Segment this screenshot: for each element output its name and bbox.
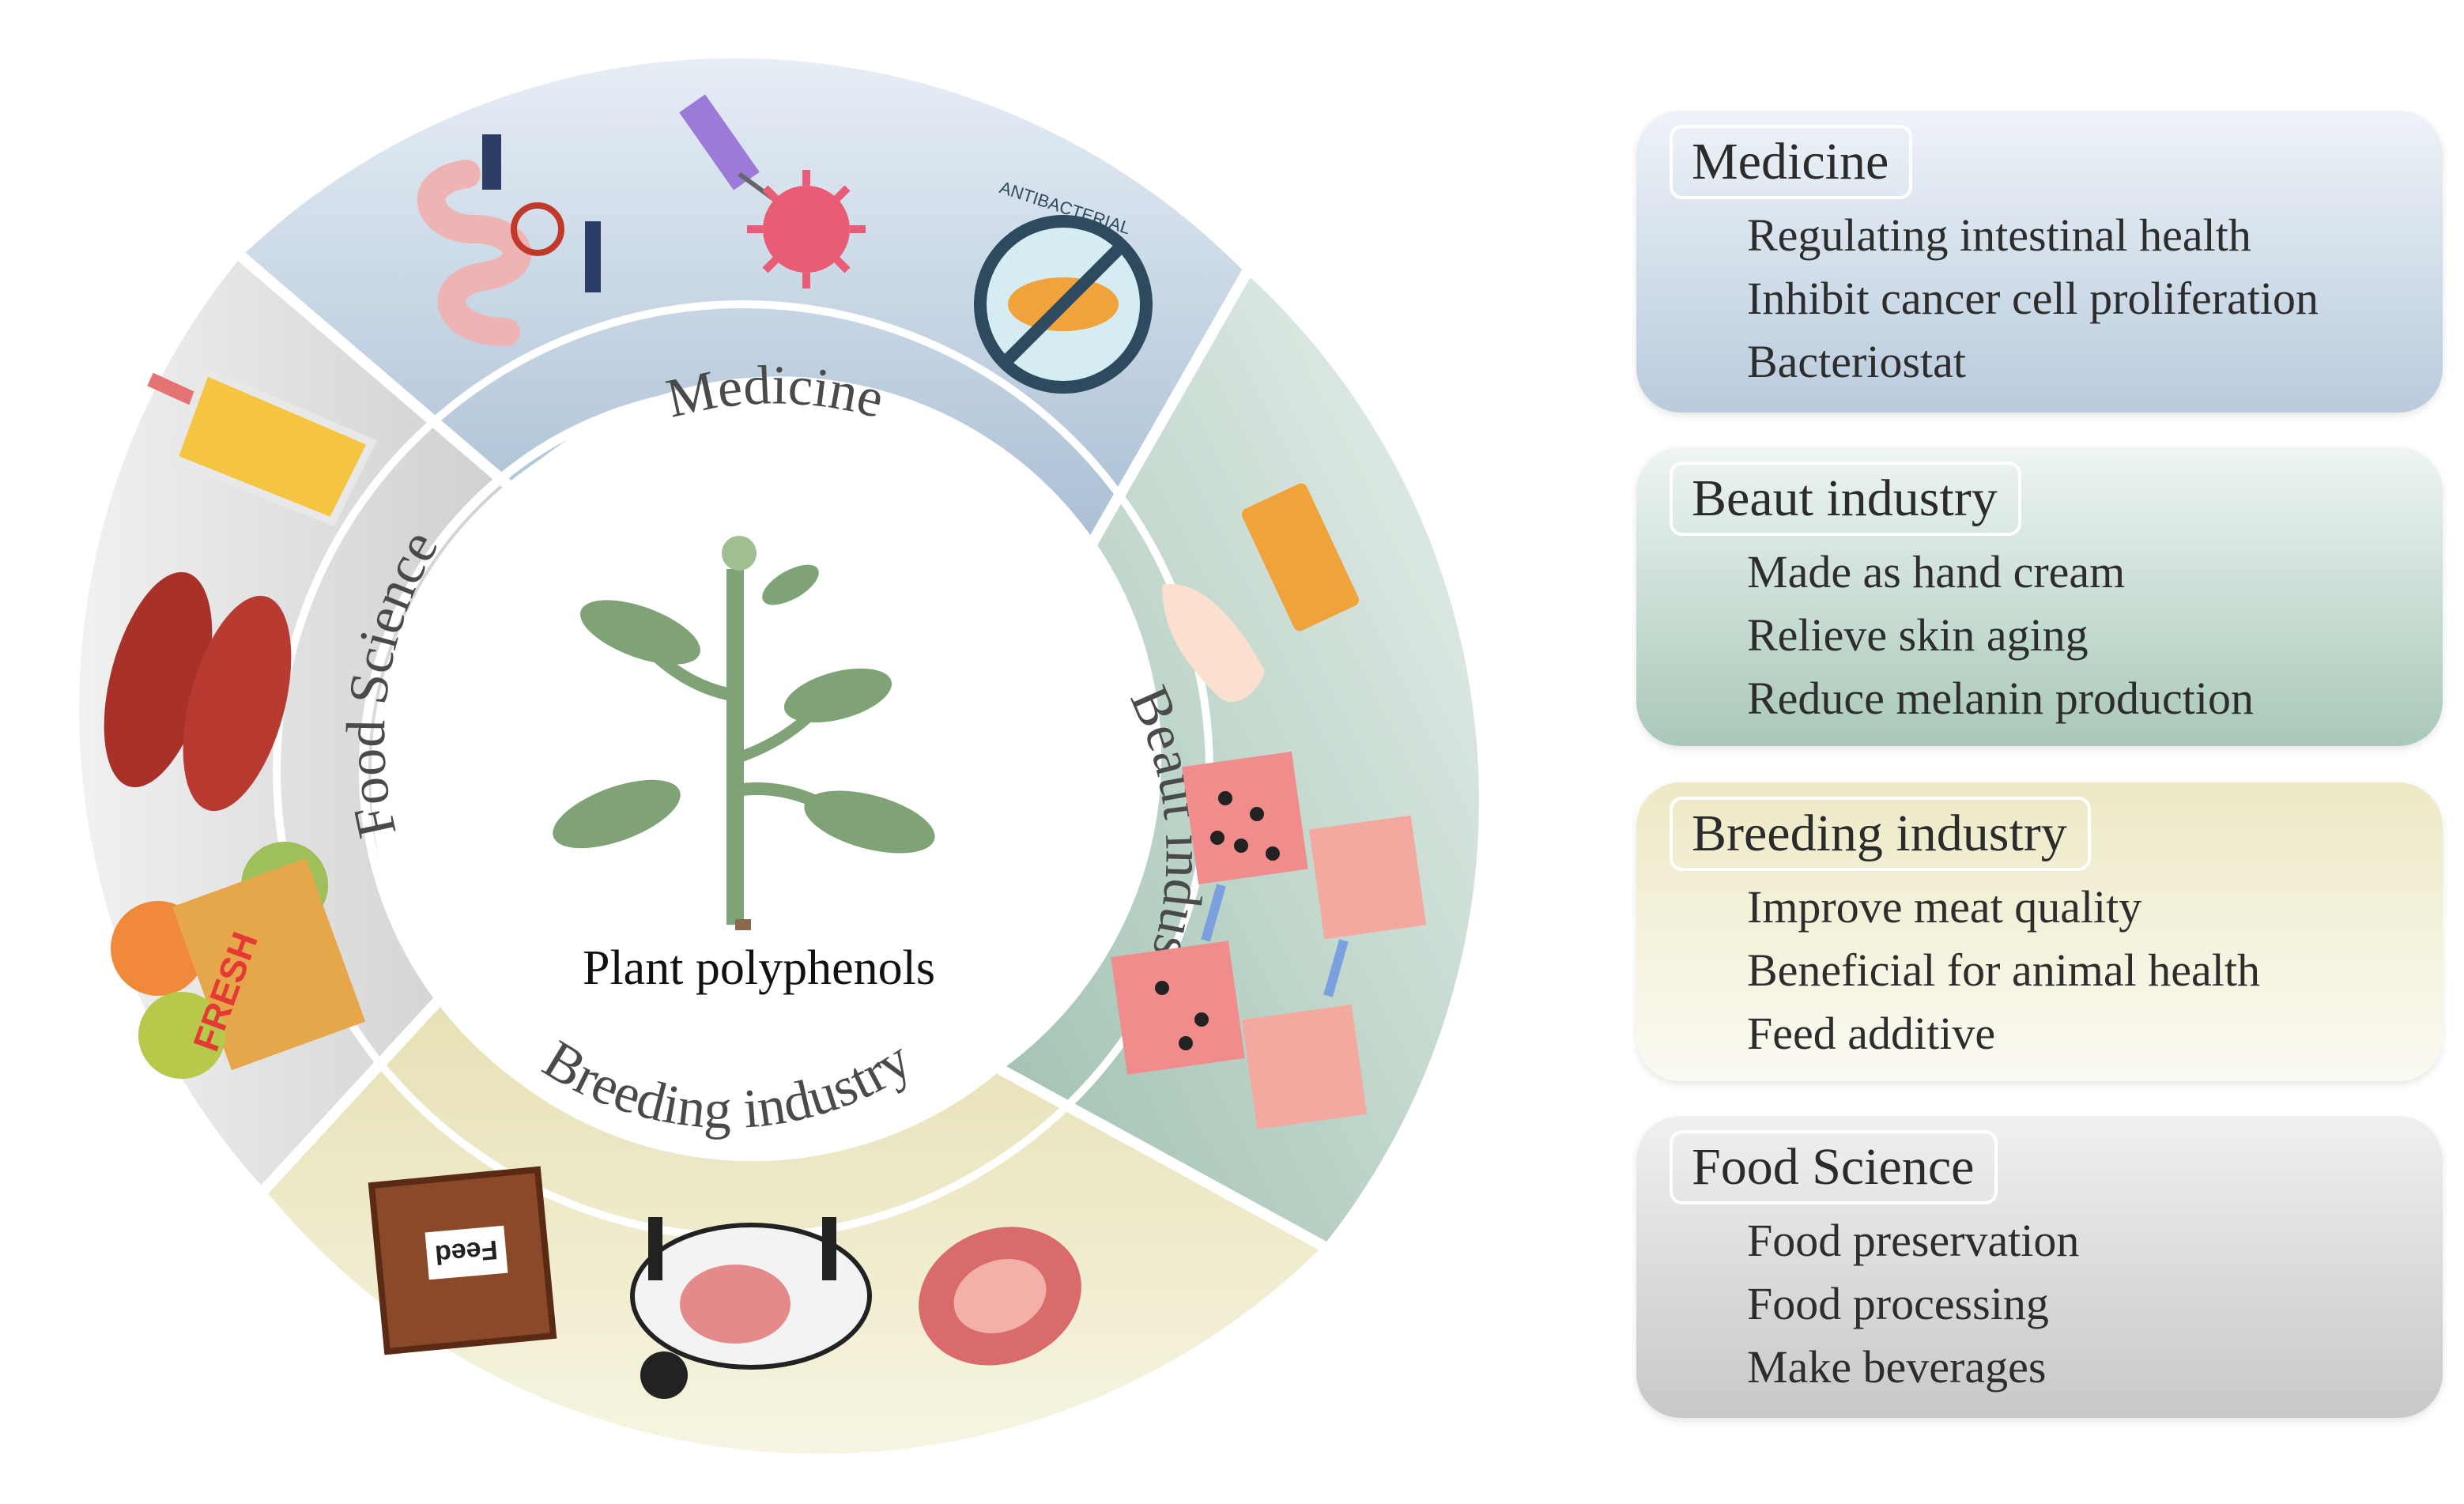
polyphenol-wheel-diagram: Plant polyphenols Medicine Beaut industr… — [74, 52, 1485, 1460]
panel-item: Inhibit cancer cell proliferation — [1747, 273, 2319, 324]
panel-item: Reduce melanin production — [1747, 673, 2255, 724]
panel-item: Relieve skin aging — [1747, 609, 2089, 661]
panel-beauty-industry: Beaut industry Made as hand cream Reliev… — [1636, 447, 2443, 746]
panel-food-science: Food Science Food preservation Food proc… — [1636, 1116, 2443, 1418]
panel-item: Bacteriostat — [1747, 336, 1967, 387]
panel-title-food-science: Food Science — [1670, 1130, 1998, 1204]
syringe-virus-icon — [679, 94, 866, 288]
panel-breeding-industry: Breeding industry Improve meat quality B… — [1636, 782, 2443, 1081]
skin-layers-icon — [1111, 751, 1427, 1130]
panel-items-beauty: Made as hand cream Relieve skin aging Re… — [1747, 541, 2254, 730]
hand-cream-icon — [1162, 483, 1360, 703]
panel-title-medicine: Medicine — [1670, 125, 1913, 199]
panel-items-food-science: Food preservation Food processing Make b… — [1747, 1209, 2079, 1399]
panel-item: Food processing — [1747, 1278, 2049, 1329]
panel-item: Made as hand cream — [1747, 546, 2126, 597]
beverage-cup-icon — [147, 366, 377, 527]
cow-icon — [630, 1217, 872, 1399]
panel-item: Food preservation — [1747, 1215, 2080, 1266]
panel-item: Regulating intestinal health — [1747, 209, 2251, 261]
feed-bag-label: Feed — [434, 1234, 499, 1270]
center-label: Plant polyphenols — [583, 941, 935, 995]
panel-items-breeding: Improve meat quality Beneficial for anim… — [1747, 876, 2260, 1065]
plant-icon — [553, 536, 935, 930]
panel-item: Make beverages — [1747, 1341, 2047, 1393]
panel-item: Improve meat quality — [1747, 881, 2142, 933]
panel-title-breeding: Breeding industry — [1670, 797, 2091, 871]
panel-item: Feed additive — [1747, 1008, 1996, 1059]
panel-title-beauty: Beaut industry — [1670, 462, 2021, 536]
panel-items-medicine: Regulating intestinal health Inhibit can… — [1747, 204, 2319, 394]
sausage-icon — [104, 571, 292, 812]
meat-steak-icon — [919, 1227, 1081, 1366]
intestine-icon — [417, 134, 601, 346]
panel-medicine: Medicine Regulating intestinal health In… — [1636, 111, 2443, 413]
feed-bag-icon: Feed — [368, 1166, 557, 1355]
panel-item: Beneficial for animal health — [1747, 944, 2260, 996]
